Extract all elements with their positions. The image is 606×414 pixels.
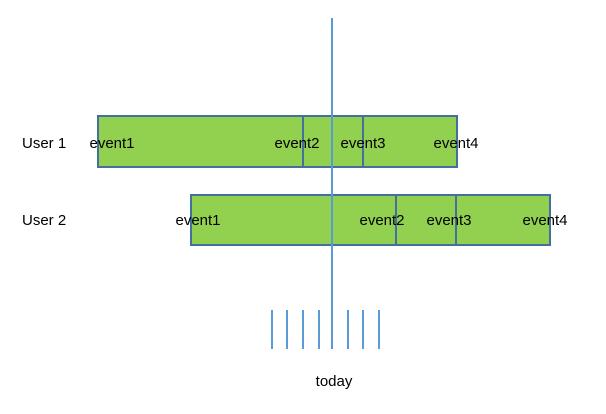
event-label: event2 xyxy=(359,212,405,229)
event-label: event4 xyxy=(433,135,479,152)
event-label: event3 xyxy=(340,135,386,152)
timeline-tick-mark xyxy=(362,310,364,349)
event-boundary-divider xyxy=(302,115,304,168)
today-label: today xyxy=(315,373,353,390)
event-span-bar xyxy=(97,115,458,168)
timeline-tick-mark xyxy=(286,310,288,349)
today-reference-line xyxy=(331,18,333,349)
timeline-tick-mark xyxy=(347,310,349,349)
timeline-tick-mark xyxy=(302,310,304,349)
timeline-tick-mark xyxy=(271,310,273,349)
event-label: event1 xyxy=(175,212,221,229)
user-row-label: User 1 xyxy=(22,135,67,152)
event-span-bar xyxy=(190,194,551,246)
event-boundary-divider xyxy=(455,194,457,246)
event-label: event2 xyxy=(274,135,320,152)
user-row-label: User 2 xyxy=(22,212,67,229)
event-label: event1 xyxy=(89,135,135,152)
timeline-tick-mark xyxy=(318,310,320,349)
event-boundary-divider xyxy=(362,115,364,168)
event-label: event3 xyxy=(426,212,472,229)
event-label: event4 xyxy=(522,212,568,229)
timeline-tick-mark xyxy=(378,310,380,349)
event-boundary-divider xyxy=(395,194,397,246)
